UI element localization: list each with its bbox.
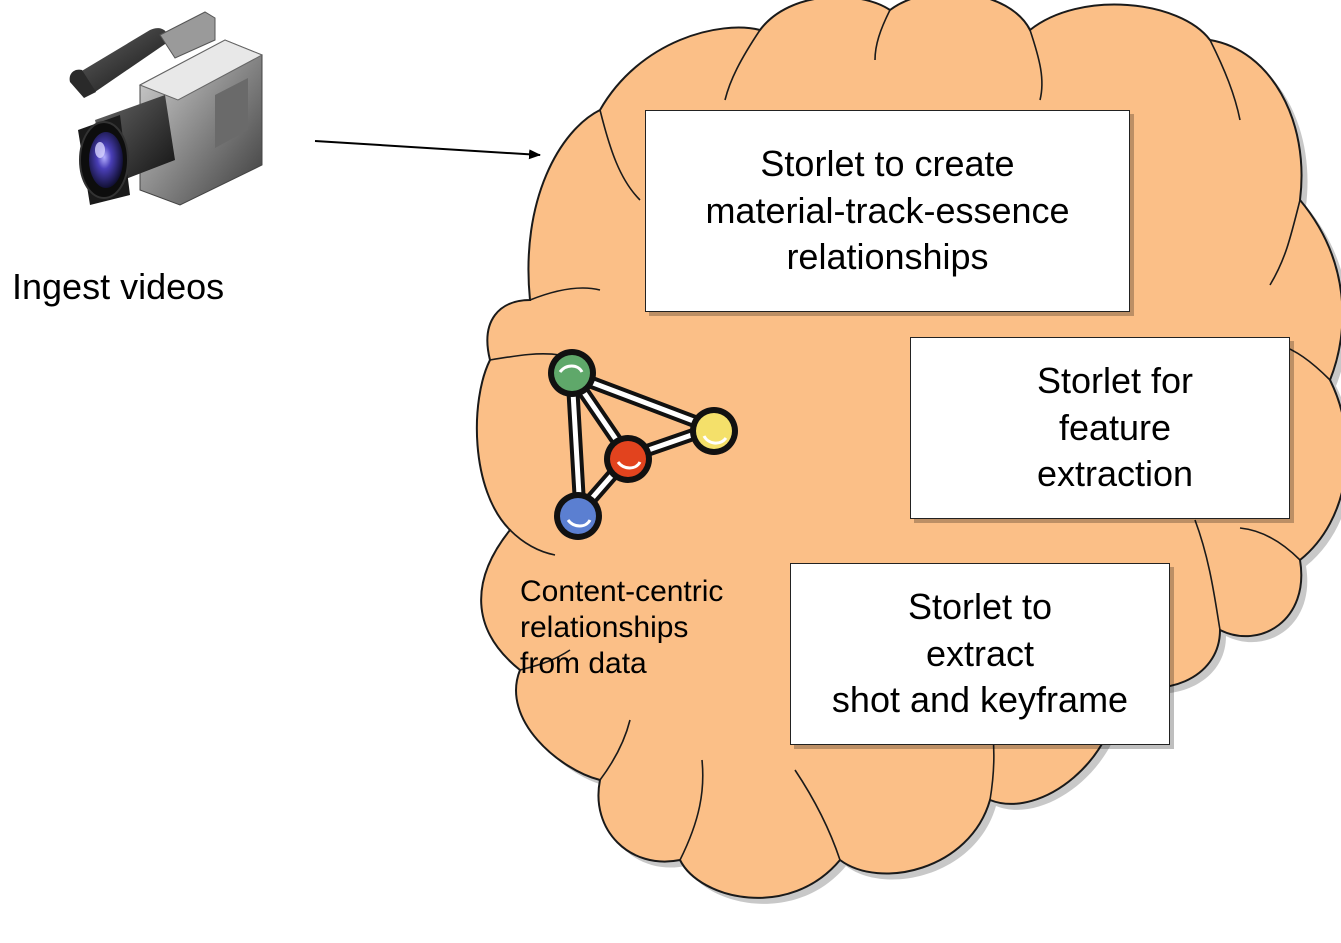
- node-yellow: [690, 407, 738, 455]
- box-create-line-1: Storlet to create: [760, 142, 1015, 184]
- content-line-1: Content-centric: [520, 575, 724, 608]
- box-create-line-3: relationships: [786, 236, 989, 278]
- node-blue: [554, 492, 602, 540]
- box-feature-line-2: feature: [1058, 406, 1172, 448]
- content-line-2: relationships: [520, 611, 689, 644]
- box-feature-line-3: extraction: [1036, 453, 1194, 495]
- storlet-feature-extraction-box: Storlet for feature extraction: [910, 337, 1290, 519]
- box-shot-line-3: shot and keyframe: [831, 679, 1129, 721]
- content-line-3: from data: [520, 647, 647, 680]
- graph-network-icon: [548, 349, 738, 540]
- node-green: [548, 349, 596, 397]
- box-feature-line-1: Storlet for: [1036, 359, 1194, 401]
- ingest-videos-label: Ingest videos: [12, 266, 225, 307]
- content-centric-label: Content-centric relationships from data: [520, 574, 723, 682]
- box-shot-line-1: Storlet to: [907, 585, 1053, 627]
- video-camera-icon: [69, 11, 264, 206]
- storlet-shot-keyframe-box: Storlet to extract shot and keyframe: [790, 563, 1170, 745]
- node-red: [604, 435, 652, 483]
- box-create-line-2: material-track-essence: [705, 189, 1070, 231]
- ingest-arrow: [314, 140, 541, 160]
- storlet-create-relationships-box: Storlet to create material-track-essence…: [645, 110, 1130, 312]
- box-shot-line-2: extract: [925, 632, 1035, 674]
